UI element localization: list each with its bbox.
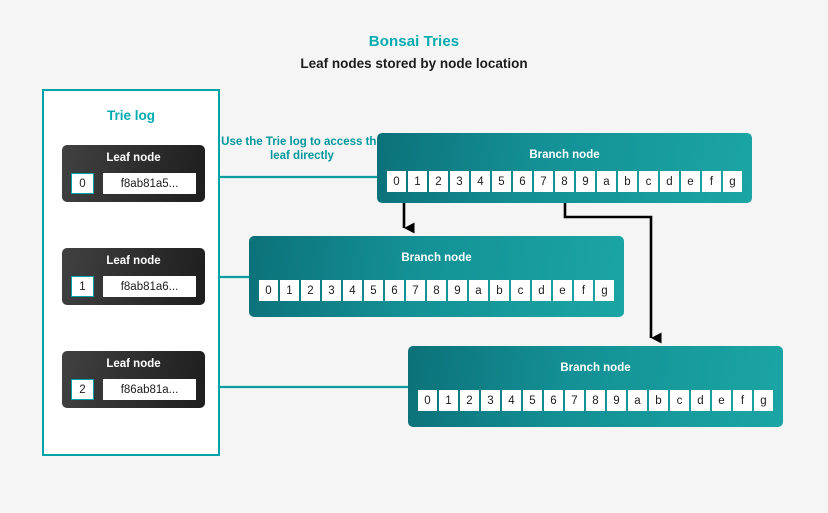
branch-cell[interactable]: c [639, 171, 658, 192]
branch-cell[interactable]: 7 [565, 390, 584, 411]
branch-cell[interactable]: 4 [502, 390, 521, 411]
branch-cell[interactable]: f [702, 171, 721, 192]
leaf-node-0[interactable]: Leaf node 0 f8ab81a5... [62, 145, 205, 202]
branch-cell[interactable]: 9 [448, 280, 467, 301]
branch-cell[interactable]: 5 [492, 171, 511, 192]
branch-cell[interactable]: d [660, 171, 679, 192]
branch-cell[interactable]: 2 [301, 280, 320, 301]
branch-cell[interactable]: f [574, 280, 593, 301]
branch-cell[interactable]: g [723, 171, 742, 192]
branch-cell[interactable]: 8 [427, 280, 446, 301]
branch-cell[interactable]: 6 [385, 280, 404, 301]
branch-cell[interactable]: 1 [408, 171, 427, 192]
branch-cell[interactable]: 9 [607, 390, 626, 411]
branch-cell[interactable]: e [712, 390, 731, 411]
branch-cell[interactable]: a [597, 171, 616, 192]
branch-cell[interactable]: 0 [387, 171, 406, 192]
branch-cell[interactable]: 3 [450, 171, 469, 192]
branch-cell[interactable]: 7 [406, 280, 425, 301]
branch-node-label: Branch node [529, 149, 600, 161]
branch-node-label: Branch node [401, 252, 472, 264]
branch-cell[interactable]: 7 [534, 171, 553, 192]
branch-cell[interactable]: 2 [429, 171, 448, 192]
leaf-node-label: Leaf node [106, 255, 161, 267]
branch-cell[interactable]: e [553, 280, 572, 301]
leaf-node-label: Leaf node [106, 152, 161, 164]
leaf-index-box: 0 [71, 173, 94, 194]
branch-cell[interactable]: b [618, 171, 637, 192]
branch-cell[interactable]: 1 [280, 280, 299, 301]
branch-cell[interactable]: g [754, 390, 773, 411]
branch-cell[interactable]: 2 [460, 390, 479, 411]
branch-cell[interactable]: f [733, 390, 752, 411]
branch-cell[interactable]: 4 [471, 171, 490, 192]
branch-cell[interactable]: d [691, 390, 710, 411]
branch-cell[interactable]: c [670, 390, 689, 411]
branch-cell[interactable]: b [490, 280, 509, 301]
branch-cell[interactable]: 1 [439, 390, 458, 411]
leaf-hash-box: f86ab81a... [103, 379, 196, 400]
branch-cell[interactable]: 8 [555, 171, 574, 192]
page-subtitle: Leaf nodes stored by node location [300, 56, 528, 71]
leaf-node-row: 1 f8ab81a6... [71, 276, 196, 297]
branch-cell[interactable]: 3 [322, 280, 341, 301]
diagram-heading: Bonsai Tries Leaf nodes stored by node l… [0, 32, 828, 74]
branch-cell[interactable]: d [532, 280, 551, 301]
branch-cell[interactable]: e [681, 171, 700, 192]
branch-cell[interactable]: 8 [586, 390, 605, 411]
branch-cell[interactable]: b [649, 390, 668, 411]
leaf-node-1[interactable]: Leaf node 1 f8ab81a6... [62, 248, 205, 305]
branch-cell[interactable]: 0 [418, 390, 437, 411]
leaf-hash-box: f8ab81a6... [103, 276, 196, 297]
branch-cell[interactable]: g [595, 280, 614, 301]
branch-cell[interactable]: 0 [259, 280, 278, 301]
leaf-hash-box: f8ab81a5... [103, 173, 196, 194]
leaf-index-box: 2 [71, 379, 94, 400]
branch-cell[interactable]: a [628, 390, 647, 411]
branch-cell[interactable]: 4 [343, 280, 362, 301]
branch-cell[interactable]: 3 [481, 390, 500, 411]
branch-cell[interactable]: c [511, 280, 530, 301]
leaf-node-label: Leaf node [106, 358, 161, 370]
branch-cell[interactable]: 5 [523, 390, 542, 411]
branch-cell[interactable]: a [469, 280, 488, 301]
branch-cell[interactable]: 9 [576, 171, 595, 192]
leaf-node-2[interactable]: Leaf node 2 f86ab81a... [62, 351, 205, 408]
branch-cell[interactable]: 5 [364, 280, 383, 301]
leaf-node-row: 0 f8ab81a5... [71, 173, 196, 194]
annotation-trie-log-access: Use the Trie log to access the leaf dire… [221, 136, 383, 162]
branch-node-label: Branch node [560, 362, 631, 374]
leaf-index-box: 1 [71, 276, 94, 297]
branch-cell[interactable]: 6 [544, 390, 563, 411]
leaf-node-row: 2 f86ab81a... [71, 379, 196, 400]
page-title: Bonsai Tries [368, 33, 460, 50]
trie-log-panel: Trie log Leaf node 0 f8ab81a5... Leaf no… [42, 89, 220, 456]
trie-log-title: Trie log [106, 108, 155, 123]
branch-cell[interactable]: 6 [513, 171, 532, 192]
